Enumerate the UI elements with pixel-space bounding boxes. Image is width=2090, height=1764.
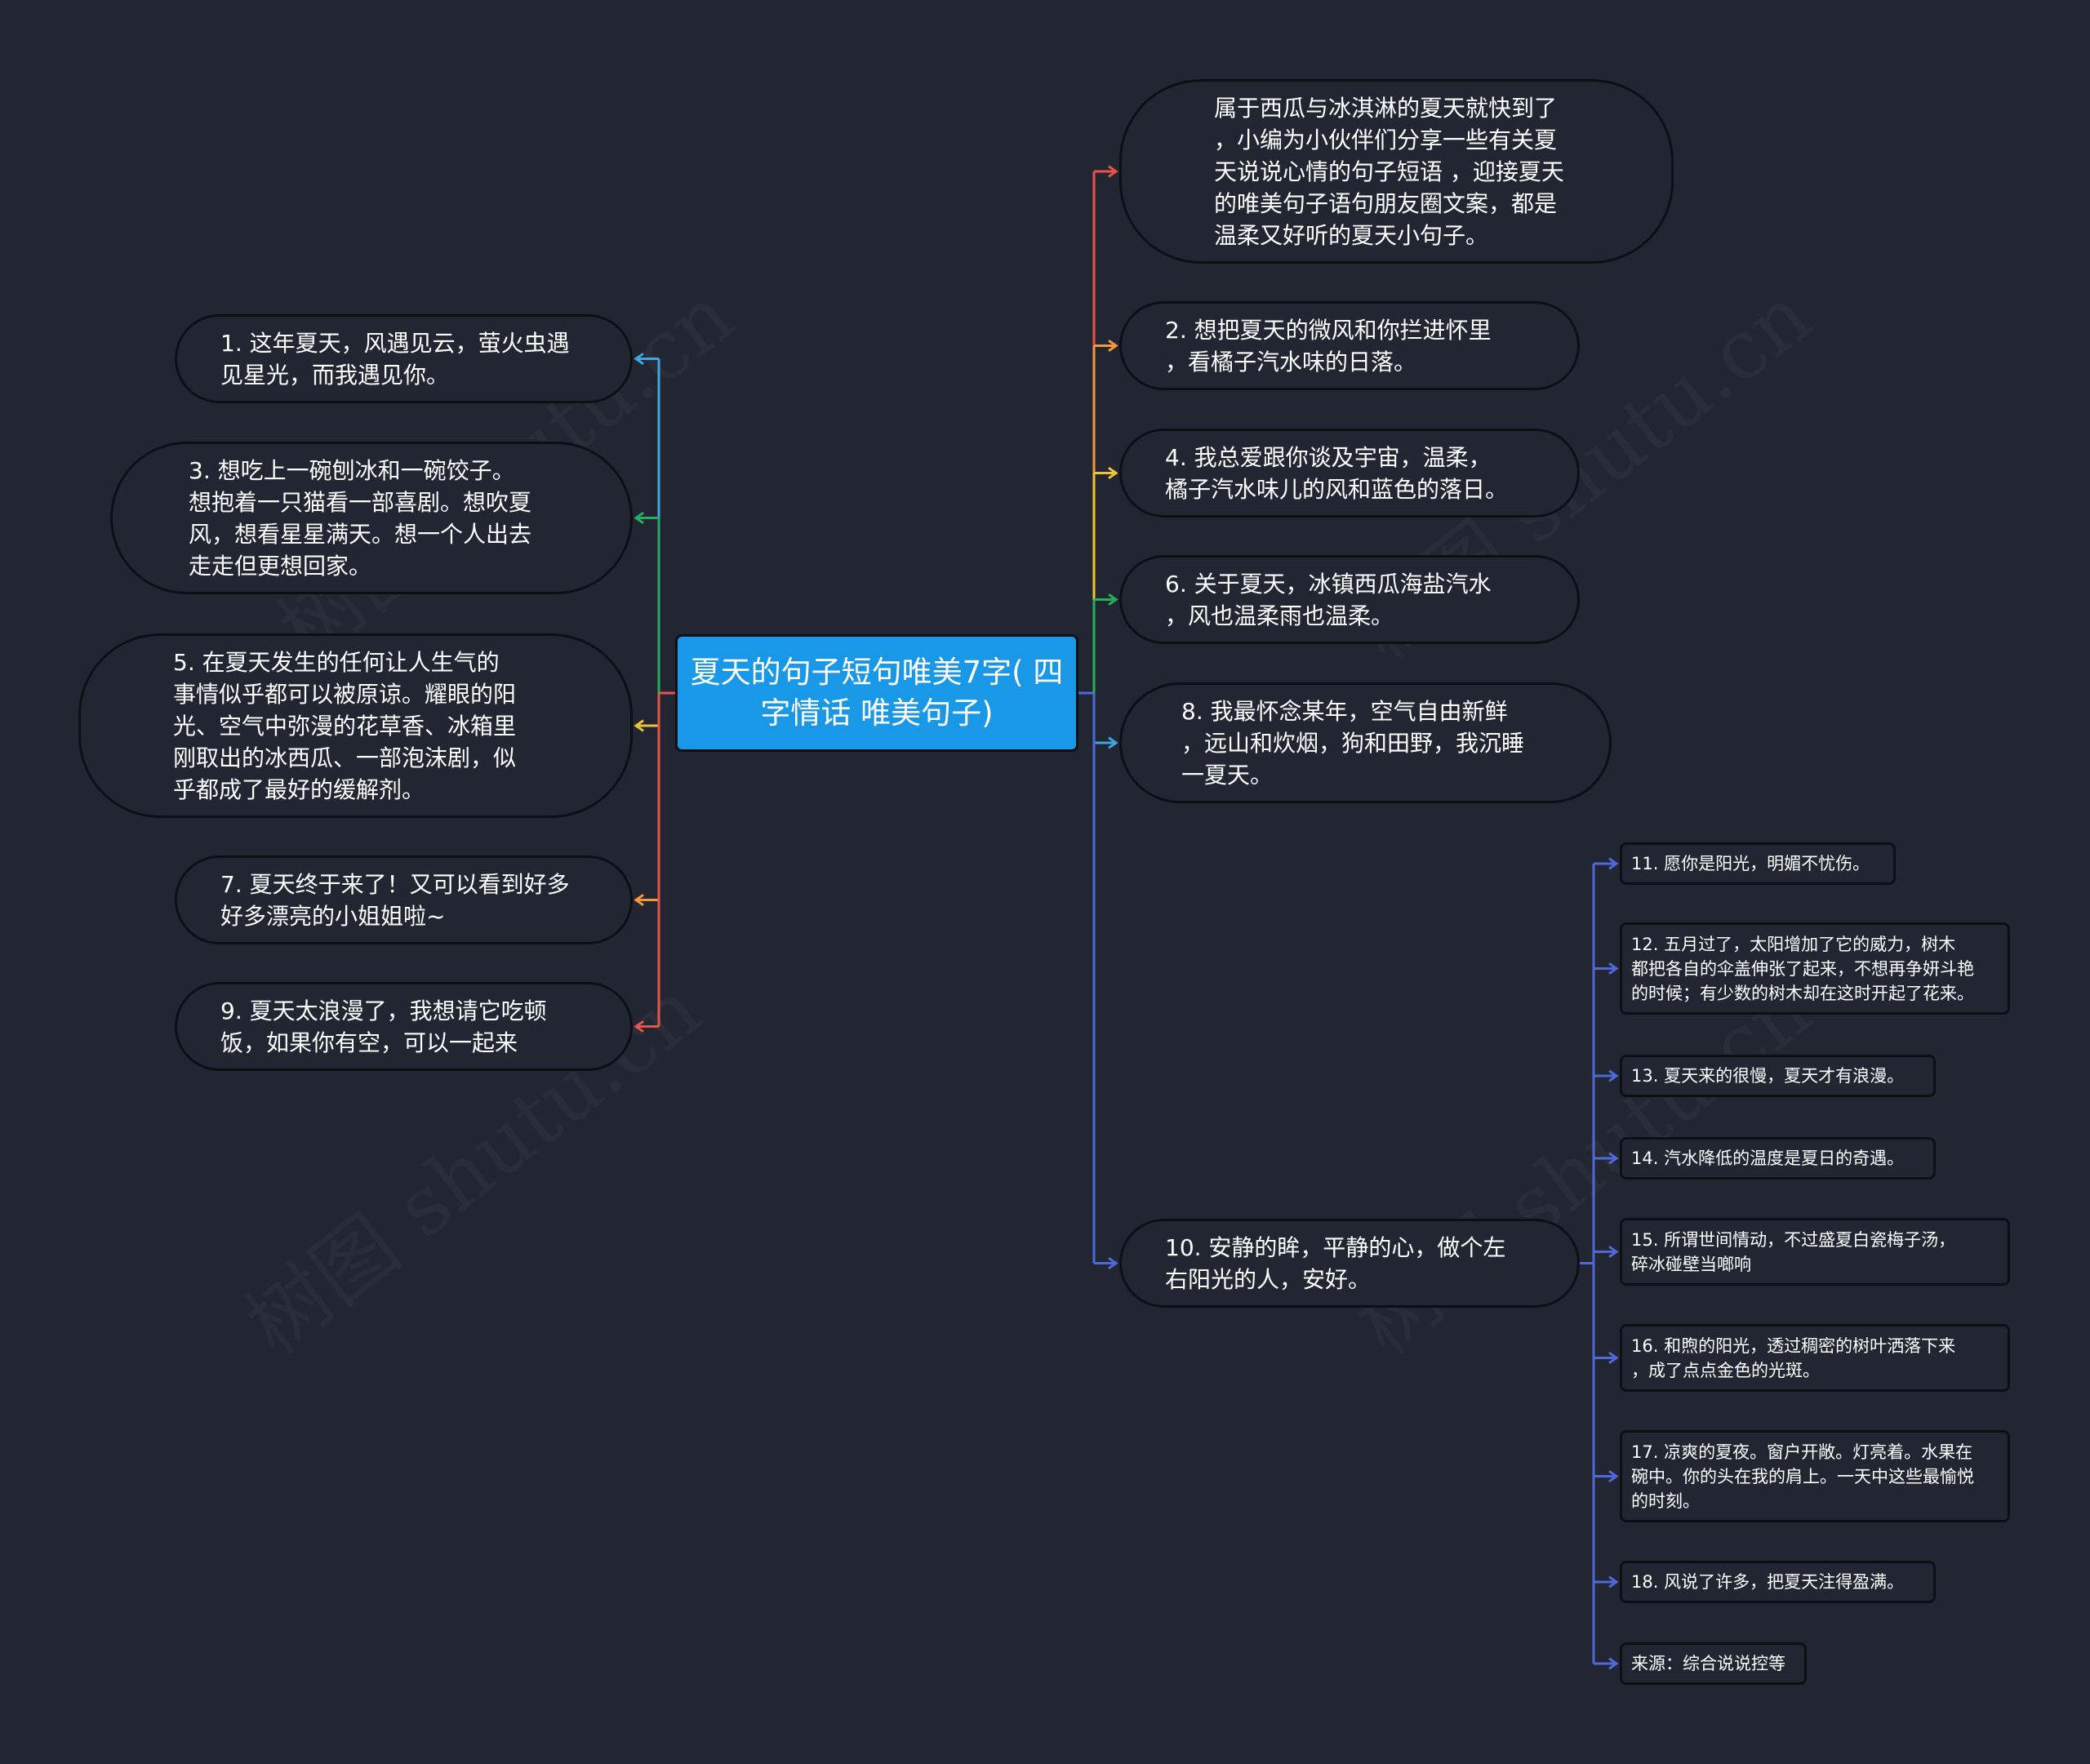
arrowhead [1608, 962, 1619, 975]
left-node-9[interactable]: 9. 夏天太浪漫了，我想请它吃顿 饭，如果你有空，可以一起来 [175, 982, 633, 1071]
node-text-line: 橘子汽水味儿的风和蓝色的落日。 [1165, 475, 1509, 503]
left-node-7[interactable]: 7. 夏天终于来了！又可以看到好多 好多漂亮的小姐姐啦~ [175, 855, 633, 944]
node-text-line: 2. 想把夏天的微风和你拦进怀里 [1165, 316, 1492, 344]
arrowhead [1108, 165, 1118, 178]
node-text-line: 好多漂亮的小姐姐啦~ [220, 902, 446, 930]
node-text-line: 温柔又好听的夏天小句子。 [1214, 221, 1489, 249]
arrowhead [1608, 1069, 1619, 1082]
arrowhead [1608, 1245, 1619, 1259]
right-node-2[interactable]: 2. 想把夏天的微风和你拦进怀里 ，看橘子汽水味的日落。 [1119, 301, 1580, 390]
left-node-5[interactable]: 5. 在夏天发生的任何让人生气的 事情似乎都可以被原谅。耀眼的阳 光、空气中弥漫… [78, 633, 633, 818]
sub-node-15[interactable]: 15. 所谓世间情动，不过盛夏白瓷梅子汤， 碎冰碰壁当啷响 [1620, 1218, 2010, 1286]
node-text-line: 的时候；有少数的树木却在这时开起了花来。 [1631, 983, 1974, 1003]
node-text-line: 乎都成了最好的缓解剂。 [173, 775, 425, 803]
arrowhead [634, 511, 644, 525]
sub-node-17[interactable]: 17. 凉爽的夏夜。窗户开敞。灯亮着。水果在 碗中。你的头在我的肩上。一天中这些… [1620, 1430, 2010, 1522]
node-text-line: ，远山和炊烟，狗和田野，我沉睡 [1181, 729, 1525, 757]
sub-node-18[interactable]: 18. 风说了许多，把夏天注得盈满。 [1620, 1561, 1936, 1603]
right-node-4[interactable]: 4. 我总爱跟你谈及宇宙，温柔， 橘子汽水味儿的风和蓝色的落日。 [1119, 429, 1580, 518]
arrowhead [1608, 1469, 1619, 1483]
node-text-line: 的时刻。 [1631, 1491, 1700, 1511]
arrowhead [1608, 1575, 1619, 1588]
right-node-intro[interactable]: 属于西瓜与冰淇淋的夏天就快到了 ，小编为小伙伴们分享一些有关夏 天说说心情的句子… [1119, 79, 1674, 264]
node-text-line: 都把各自的伞盖伸张了起来，不想再争妍斗艳 [1631, 958, 1974, 979]
node-text-line: 饭，如果你有空，可以一起来 [220, 1029, 518, 1056]
node-text-line: 10. 安静的眸，平静的心，做个左 [1165, 1233, 1506, 1261]
left-node-1[interactable]: 1. 这年夏天，风遇见云，萤火虫遇 见星光，而我遇见你。 [175, 314, 633, 403]
arrowhead [634, 352, 644, 366]
node-text-line: 8. 我最怀念某年，空气自由新鲜 [1181, 697, 1508, 725]
node-text-line: 光、空气中弥漫的花草香、冰箱里 [173, 712, 517, 740]
root-title-line: 夏天的句子短句唯美7字( [690, 655, 1024, 690]
arrowhead [1108, 593, 1118, 607]
node-text-line: 3. 想吃上一碗刨冰和一碗饺子。 [189, 456, 515, 484]
node-text-line: 11. 愿你是阳光，明媚不忧伤。 [1631, 854, 1870, 873]
sub-node-12[interactable]: 12. 五月过了，太阳增加了它的威力，树木 都把各自的伞盖伸张了起来，不想再争妍… [1620, 922, 2010, 1015]
node-text-line: 7. 夏天终于来了！又可以看到好多 [220, 870, 570, 898]
sub-node-11[interactable]: 11. 愿你是阳光，明媚不忧伤。 [1620, 842, 1896, 885]
node-text-line: 6. 关于夏天，冰镇西瓜海盐汽水 [1165, 570, 1492, 598]
node-text-line: 14. 汽水降低的温度是夏日的奇遇。 [1631, 1149, 1905, 1168]
right-node-6[interactable]: 6. 关于夏天，冰镇西瓜海盐汽水 ，风也温柔雨也温柔。 [1119, 555, 1580, 644]
node-text-line: 12. 五月过了，太阳增加了它的威力，树木 [1631, 934, 1956, 954]
right-node-10[interactable]: 10. 安静的眸，平静的心，做个左 右阳光的人，安好。 [1119, 1219, 1580, 1308]
node-text-line: 16. 和煦的阳光，透过稠密的树叶洒落下来 [1631, 1335, 1956, 1356]
node-text-line: 来源：综合说说控等 [1631, 1654, 1785, 1673]
node-text-line: 的唯美句子语句朋友圈文案，都是 [1214, 189, 1558, 217]
node-text-line: 右阳光的人，安好。 [1165, 1265, 1372, 1293]
sub-node-13[interactable]: 13. 夏天来的很慢，夏天才有浪漫。 [1620, 1055, 1936, 1097]
node-text-line: 见星光，而我遇见你。 [220, 361, 450, 389]
right-node-8[interactable]: 8. 我最怀念某年，空气自由新鲜 ，远山和炊烟，狗和田野，我沉睡 一夏天。 [1119, 682, 1612, 803]
arrowhead [1608, 1351, 1619, 1365]
node-text-line: 18. 风说了许多，把夏天注得盈满。 [1631, 1572, 1905, 1592]
node-text-line: 风，想看星星满天。想一个人出去 [189, 520, 532, 548]
sub-node-source[interactable]: 来源：综合说说控等 [1620, 1642, 1807, 1685]
node-text-line: 天说说心情的句子短语 ，迎接夏天 [1214, 158, 1564, 185]
node-text-line: 13. 夏天来的很慢，夏天才有浪漫。 [1631, 1066, 1905, 1086]
node-text-line: 17. 凉爽的夏夜。窗户开敞。灯亮着。水果在 [1631, 1442, 1973, 1462]
node-text-line: ，成了点点金色的光斑。 [1631, 1360, 1820, 1380]
arrowhead [1108, 736, 1118, 749]
sub-node-16[interactable]: 16. 和煦的阳光，透过稠密的树叶洒落下来 ，成了点点金色的光斑。 [1620, 1324, 2010, 1392]
node-text-line: 刚取出的冰西瓜、一部泡沫剧，似 [173, 744, 517, 771]
node-text-line: 5. 在夏天发生的任何让人生气的 [173, 648, 500, 676]
node-text-line: 9. 夏天太浪漫了，我想请它吃顿 [220, 997, 547, 1024]
node-text-line: ，小编为小伙伴们分享一些有关夏 [1214, 126, 1558, 153]
node-text-line: 碎冰碰壁当啷响 [1631, 1254, 1751, 1274]
node-text-line: ，风也温柔雨也温柔。 [1165, 602, 1394, 629]
root-title-line: 四字情话 唯美句子) [760, 655, 1064, 731]
sub-node-14[interactable]: 14. 汽水降低的温度是夏日的奇遇。 [1620, 1137, 1936, 1180]
arrowhead [634, 893, 644, 907]
left-node-3[interactable]: 3. 想吃上一碗刨冰和一碗饺子。 想抱着一只猫看一部喜剧。想吹夏 风，想看星星满… [110, 442, 633, 594]
node-text-line: 事情似乎都可以被原谅。耀眼的阳 [173, 680, 517, 708]
arrowhead [1108, 1256, 1118, 1270]
node-text-line: 4. 我总爱跟你谈及宇宙，温柔， [1165, 443, 1492, 471]
arrowhead [1108, 339, 1118, 353]
arrowhead [634, 719, 644, 732]
node-text-line: 碗中。你的头在我的肩上。一天中这些最愉悦 [1631, 1466, 1974, 1486]
node-text-line: 想抱着一只猫看一部喜剧。想吹夏 [189, 488, 532, 516]
arrowhead [1608, 1657, 1619, 1670]
node-text-line: ，看橘子汽水味的日落。 [1165, 348, 1417, 375]
node-text-line: 走走但更想回家。 [189, 552, 372, 580]
root-topic[interactable]: 夏天的句子短句唯美7字( 四字情话 唯美句子) [675, 634, 1078, 752]
arrowhead [1608, 857, 1619, 870]
node-text-line: 属于西瓜与冰淇淋的夏天就快到了 [1214, 94, 1558, 122]
arrowhead [1608, 1152, 1619, 1165]
arrowhead [1108, 466, 1118, 480]
node-text-line: 一夏天。 [1181, 761, 1274, 789]
arrowhead [634, 1020, 644, 1033]
node-text-line: 1. 这年夏天，风遇见云，萤火虫遇 [220, 329, 570, 357]
node-text-line: 15. 所谓世间情动，不过盛夏白瓷梅子汤， [1631, 1229, 1956, 1250]
